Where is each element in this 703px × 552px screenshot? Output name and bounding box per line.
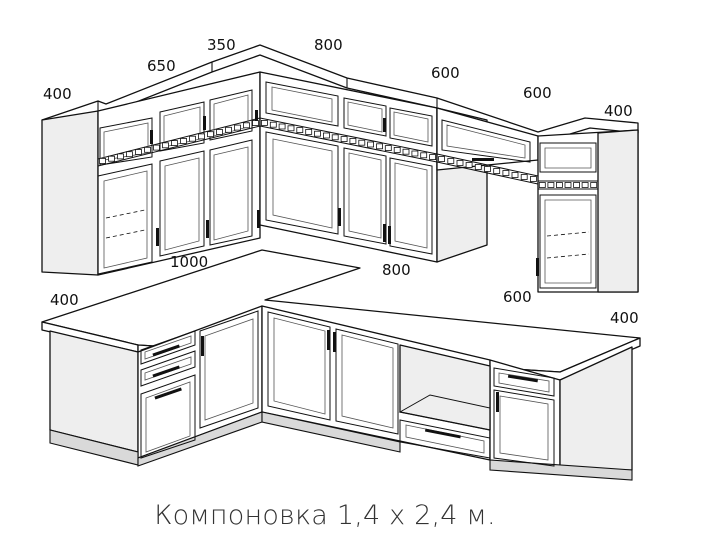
cornice-dot — [502, 170, 510, 176]
cornice-dot — [135, 149, 142, 155]
cornice-dot — [99, 157, 106, 164]
cornice-dot — [243, 122, 250, 129]
cornice-dot — [180, 137, 187, 144]
cornice-dot — [269, 121, 277, 128]
lower-right-run — [489, 359, 561, 471]
cornice-dot — [162, 142, 169, 149]
cornice-dot — [207, 131, 214, 138]
upper-right-doors — [441, 119, 597, 289]
plinth-right — [489, 459, 633, 481]
cornice-dot — [358, 139, 366, 146]
upper-cabinets — [41, 44, 639, 293]
cornice-dot — [581, 182, 589, 188]
cornice-dot — [331, 134, 339, 141]
cornice-dot — [340, 136, 348, 143]
cornice-dot — [420, 152, 428, 159]
layout-caption: Компоновка 1,4 х 2,4 м. — [154, 500, 496, 531]
cornice-dot — [429, 154, 437, 161]
cornice-dot — [384, 145, 392, 152]
cornice-dot — [547, 182, 555, 188]
cornice-dot — [511, 172, 519, 178]
upper-back-doors — [265, 81, 433, 255]
lower-cabinets — [41, 249, 641, 481]
dim-upper-4: 800 — [314, 36, 343, 54]
plinth-back — [261, 411, 401, 453]
dim-lower-4: 600 — [503, 288, 532, 306]
cornice-dot — [278, 123, 286, 130]
dim-lower-5: 400 — [610, 309, 639, 327]
cornice-dot — [367, 141, 375, 148]
cornice-dot — [216, 129, 223, 135]
cornice-dot — [189, 135, 196, 142]
cornice-dots — [99, 120, 598, 188]
cornice-dot — [393, 146, 401, 153]
lower-handles — [152, 330, 538, 439]
cornice-dot — [376, 143, 383, 150]
cornice-dot — [438, 156, 446, 162]
cornice-dot — [474, 164, 482, 170]
dim-upper-3: 350 — [207, 36, 236, 54]
lower-doors-right — [493, 367, 555, 467]
upper-left-side — [41, 110, 99, 276]
dim-lower-1: 400 — [50, 291, 79, 309]
cornice-dot — [556, 182, 563, 188]
cornice-dot — [296, 127, 304, 133]
cornice-dot — [287, 125, 295, 132]
cornice-dot — [564, 182, 572, 188]
cornice-dot — [234, 124, 241, 131]
cornice-dot — [252, 120, 259, 126]
cornice-dot — [590, 182, 598, 188]
cornice-dot — [411, 150, 419, 157]
cornice-dot — [126, 151, 133, 158]
cornice-dot — [465, 162, 473, 168]
cornice-dot — [456, 160, 464, 166]
cornice-dot — [314, 130, 321, 137]
lower-doors-left — [199, 310, 259, 429]
cornice-dot — [117, 153, 124, 160]
dim-upper-7: 400 — [604, 102, 633, 120]
dimension-labels-upper: 400 650 350 800 600 600 400 — [43, 36, 633, 120]
cornice-dot — [447, 158, 455, 164]
cornice-dot — [198, 133, 205, 140]
cornice-dot — [171, 140, 178, 147]
cornice-dot — [484, 166, 491, 172]
dim-upper-1: 400 — [43, 85, 72, 103]
cornice-dot — [530, 176, 537, 182]
cornice-dot — [144, 146, 151, 153]
cornice-dot — [538, 182, 546, 188]
cornice-dot — [520, 174, 528, 180]
cornice-dot — [322, 132, 330, 139]
dim-upper-2: 650 — [147, 57, 176, 75]
cornice-dot — [260, 120, 268, 126]
cornice-dot — [305, 128, 313, 135]
cornice-dot — [153, 144, 160, 151]
cornice-dot — [225, 126, 232, 133]
upper-left-doors — [97, 89, 253, 275]
cornice-dot — [349, 137, 357, 144]
dim-upper-6: 600 — [523, 84, 552, 102]
dim-lower-2: 1000 — [170, 253, 208, 271]
cornice-dot — [493, 168, 501, 174]
cornice-bands — [97, 117, 598, 190]
cornice-dot — [108, 155, 115, 162]
cornice-dot — [573, 182, 580, 188]
dim-lower-3: 800 — [382, 261, 411, 279]
upper-handles — [150, 110, 539, 276]
upper-right-end-side — [597, 129, 639, 293]
dim-upper-5: 600 — [431, 64, 460, 82]
cornice-dot — [402, 148, 410, 155]
dimension-labels-lower: 400 1000 800 600 400 — [50, 253, 639, 327]
lower-drawers-left — [140, 330, 196, 459]
lower-doors-back — [267, 311, 491, 459]
